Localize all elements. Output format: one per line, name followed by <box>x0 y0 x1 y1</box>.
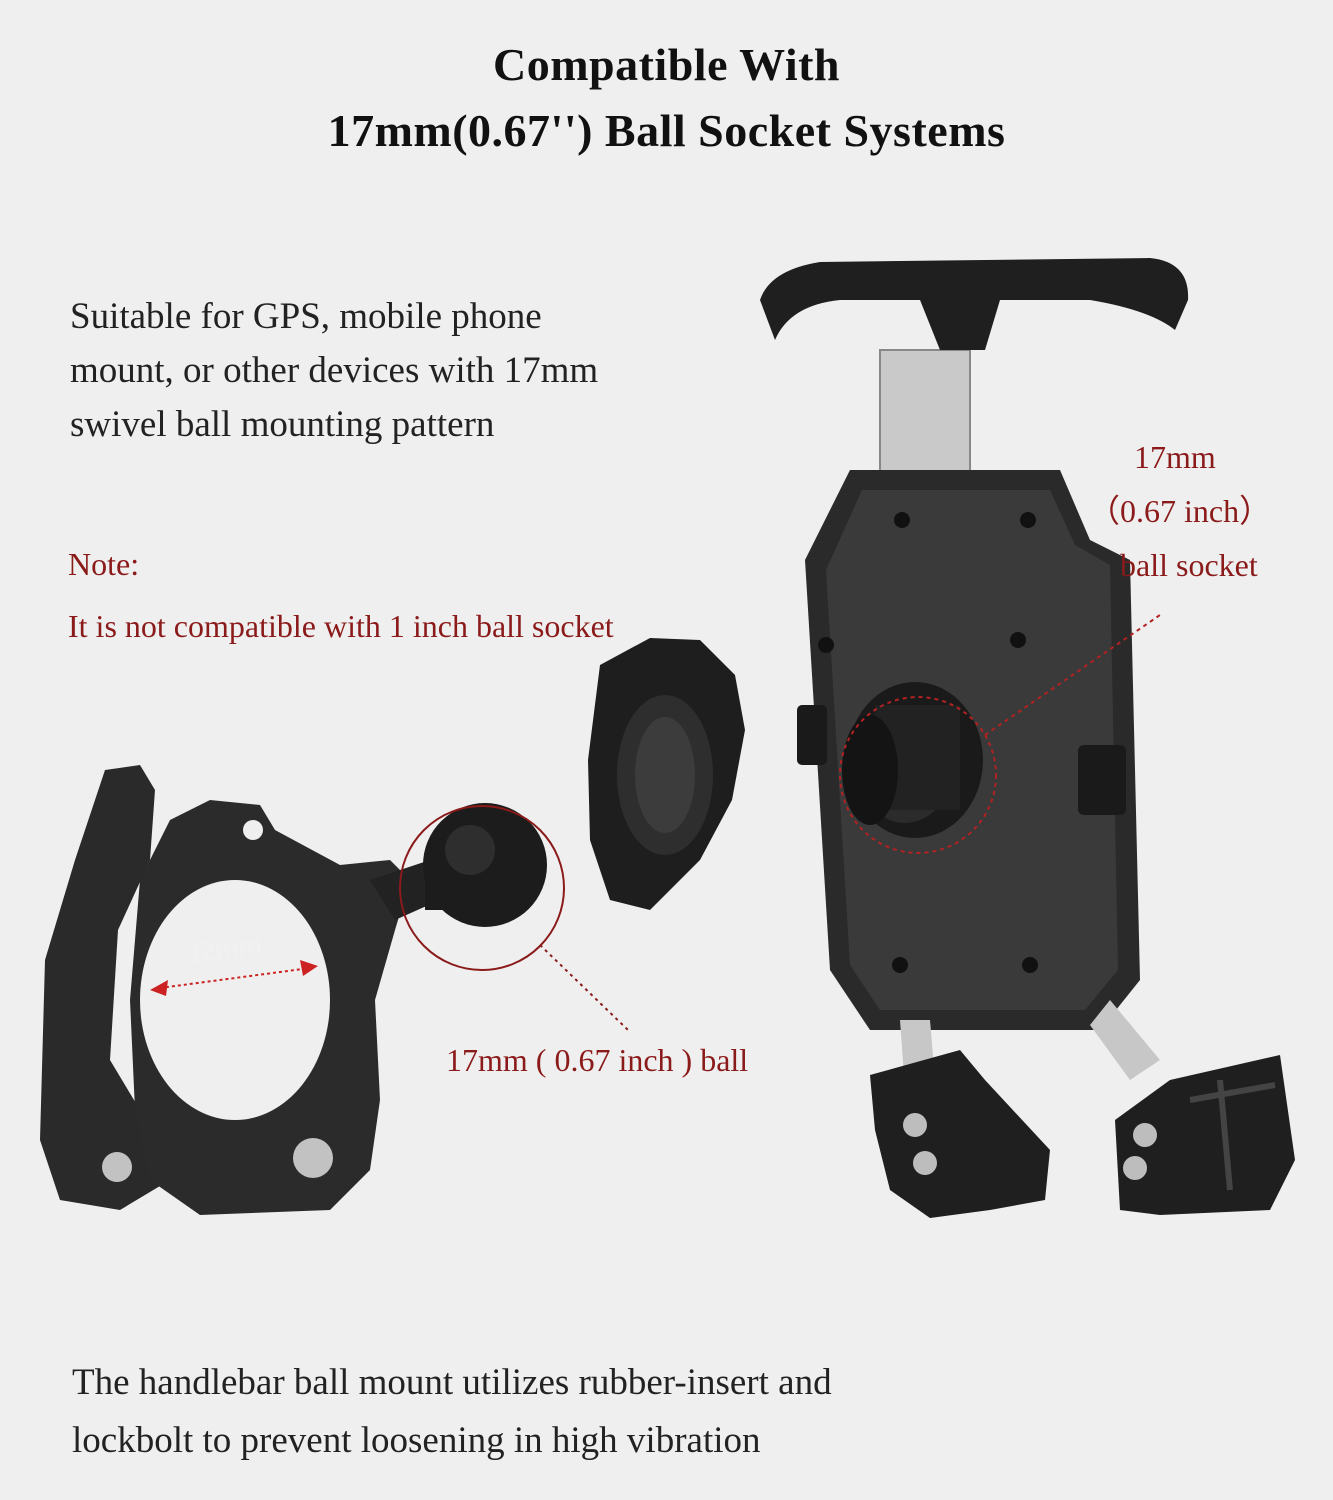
socket-callout-line3: ball socket <box>1120 547 1258 583</box>
holder-body <box>797 470 1140 1030</box>
note-label: Note: <box>68 546 140 582</box>
socket-callout-label: 17mm （0.67 inch） ball socket <box>1088 430 1300 592</box>
socket-leader-line <box>984 614 1161 736</box>
socket-callout-line2: （0.67 inch） <box>1088 493 1272 529</box>
compatibility-description: Suitable for GPS, mobile phone mount, or… <box>70 290 710 452</box>
handlebar-clamp <box>40 765 440 1215</box>
lock-nut <box>588 638 745 910</box>
note-text: It is not compatible with 1 inch ball so… <box>68 608 614 644</box>
holder-lower-arms <box>870 1000 1295 1218</box>
socket-callout-line1: 17mm <box>1134 439 1216 475</box>
ball-callout-circle <box>399 805 565 971</box>
ball-leader-line <box>539 944 629 1031</box>
description-line3: swivel ball mounting pattern <box>70 404 495 445</box>
description-line2: mount, or other devices with 17mm <box>70 350 599 391</box>
socket-callout-circle <box>839 696 997 854</box>
footer-line1: The handlebar ball mount utilizes rubber… <box>72 1362 832 1403</box>
clamp-dimension-arrow <box>150 960 318 996</box>
description-line1: Suitable for GPS, mobile phone <box>70 296 542 337</box>
footer-description: The handlebar ball mount utilizes rubber… <box>72 1354 1272 1470</box>
ball-callout-label: 17mm ( 0.67 inch ) ball <box>446 1042 749 1078</box>
page-title-line1: Compatible With <box>492 39 841 90</box>
page-title-line2: 17mm(0.67'') Ball Socket Systems <box>327 105 1006 156</box>
footer-line2: lockbolt to prevent loosening in high vi… <box>72 1420 761 1461</box>
mount-ball <box>423 803 547 927</box>
holder-top-arm <box>760 258 1189 481</box>
